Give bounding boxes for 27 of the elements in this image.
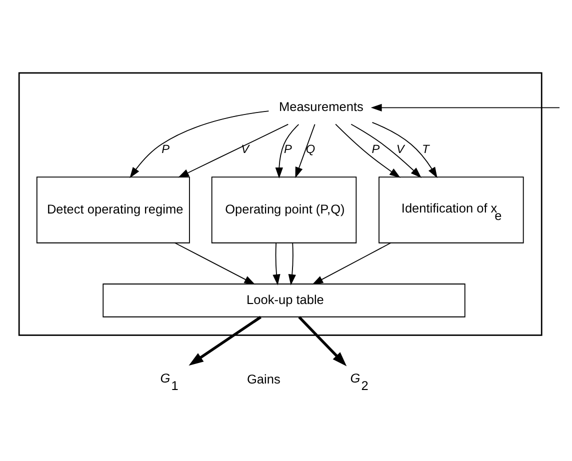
- edge-label: P: [162, 141, 170, 156]
- edge-label: V: [396, 141, 404, 156]
- arrow: [370, 103, 560, 112]
- edge-label: P: [372, 141, 380, 156]
- arrow: [335, 123, 400, 178]
- node-box: Detect operating regime: [36, 176, 190, 243]
- arrow: [275, 124, 300, 178]
- cluster: [18, 72, 542, 336]
- edge-label: T: [422, 141, 430, 156]
- arrow: [288, 242, 296, 285]
- arrow: [130, 110, 270, 178]
- edge-label: Q: [306, 141, 316, 156]
- node-box: Look-up table: [102, 283, 466, 317]
- edge-label: P: [284, 141, 292, 156]
- arrow: [350, 123, 422, 178]
- node-box: Operating point (P,Q): [211, 176, 357, 243]
- arrow: [298, 316, 347, 366]
- arrow: [188, 315, 262, 366]
- node-text: Measurements: [278, 98, 364, 114]
- edge-label: V: [241, 141, 249, 156]
- arrow: [174, 242, 256, 284]
- arrow: [295, 123, 316, 178]
- arrow: [312, 242, 392, 284]
- arrow: [372, 122, 438, 178]
- arrow: [178, 123, 289, 178]
- arrow: [272, 242, 280, 285]
- label: Gains: [247, 370, 280, 386]
